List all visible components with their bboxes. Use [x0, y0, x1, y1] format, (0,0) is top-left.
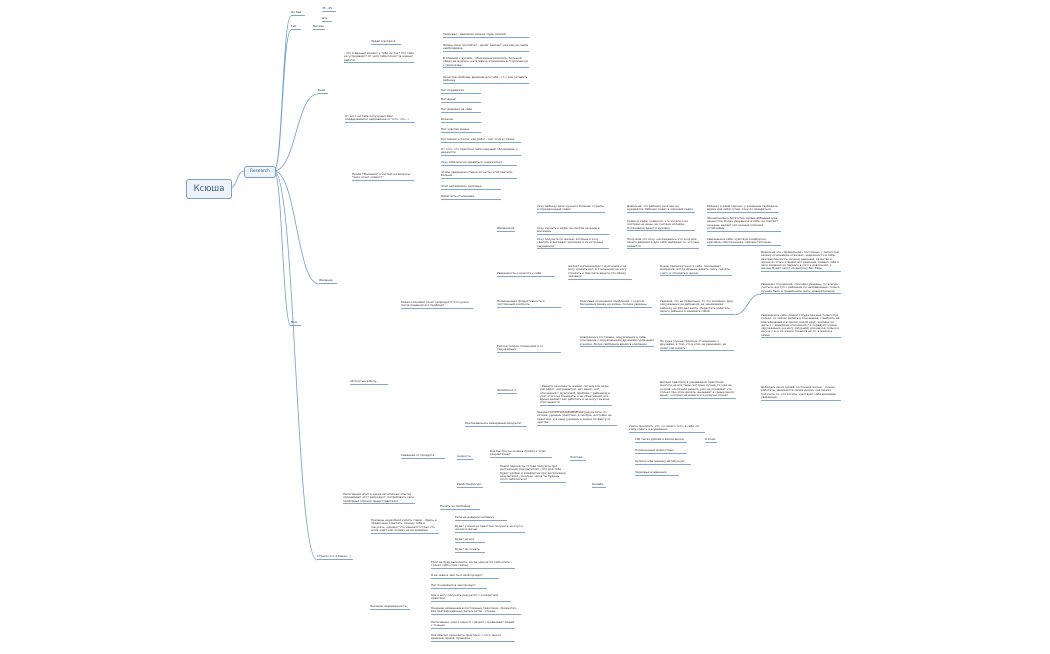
node-n3[interactable]: Москва [313, 24, 325, 30]
node-n51[interactable]: Критериальное измеримый результат [465, 421, 527, 427]
node-n10[interactable]: От кого ни тебе получишь/тебе/поддержива… [345, 114, 415, 123]
branch-b7[interactable]: Страхи (что я боюсь...) [317, 554, 353, 560]
research-node[interactable]: Research [244, 166, 276, 178]
node-n44[interactable]: Не хуже (лучше) близких отношениях с дру… [660, 339, 734, 352]
node-n78[interactable]: Негативные, много (много) говорит / срав… [431, 620, 515, 629]
node-n42[interactable]: Теплое теплое отношение и от окружающих [497, 344, 561, 353]
node-n70[interactable]: Будет ни все [455, 537, 485, 543]
node-n76[interactable]: Как я могу получить результат с конкретн… [431, 593, 511, 602]
connector-b2 [273, 29, 292, 172]
node-n75[interactable]: Нет понимания в чем продукт [431, 583, 487, 589]
node-n11[interactable]: Нет поддержки [441, 88, 481, 94]
node-n38[interactable]: Полноценная продуктивность и постоянный … [497, 299, 561, 308]
node-n13[interactable]: Нет времени на себя [441, 107, 481, 113]
node-n72[interactable]: Причины неуверенности [370, 604, 410, 610]
node-n73[interactable]: Если не буду выполнять, когда захочется … [431, 560, 515, 569]
node-n37[interactable]: Довольна что «правильной» постоянно, с л… [761, 250, 841, 273]
node-n47[interactable]: - Решите на клиента, жизни, потому эти с… [540, 384, 612, 407]
branch-b1[interactable]: Ол бай [291, 10, 305, 16]
node-n48[interactable]: Делали практики в узнаваемом практиках, … [660, 380, 736, 399]
node-n77[interactable]: Начинаю изменения в постоянных практиках… [431, 606, 521, 615]
node-n39[interactable]: Красивые отношения (свобления, с курсом … [580, 299, 652, 308]
branch-b4[interactable]: Болі [291, 320, 301, 326]
node-n29[interactable]: Ребенку и маме хорошо, у женщины свободн… [707, 204, 779, 213]
node-n67[interactable]: Причины неудобной купить товар, - Здесь … [371, 518, 439, 534]
node-n57[interactable]: Купила себе машину автобусную [635, 459, 691, 465]
node-n55[interactable]: 6-9 мес [705, 437, 717, 443]
node-n60[interactable]: Как быстро ты хочешь прийти к этим резул… [490, 449, 552, 458]
connector-b7 [273, 170, 318, 561]
node-n36[interactable]: Очень промежуточно к себе, показывает вн… [660, 264, 732, 277]
node-n53[interactable]: Уметь понимать, что, со своего того, в с… [629, 424, 705, 433]
connector-b3 [273, 93, 319, 172]
node-n18[interactable]: Проба "Желания" (счастья) на вопросы: "Ч… [352, 172, 414, 181]
node-n2[interactable]: м/ж [322, 16, 332, 22]
node-n23[interactable]: Какая ключевой хочет репродукт? Что нужн… [401, 300, 473, 309]
connector-root-research [229, 170, 245, 189]
node-n9[interactable]: Качества свободы, времени для себя - то … [443, 75, 529, 84]
node-n12[interactable]: Нет денег [441, 97, 481, 103]
node-n66[interactable]: Начать не проблема [440, 504, 480, 510]
node-n69[interactable]: Будет у меня на практиче получить, досту… [455, 524, 525, 533]
node-n59[interactable]: Скорость [457, 454, 473, 460]
node-n49[interactable]: Добилась своих целей, состояние жизни, -… [761, 385, 841, 401]
node-n14[interactable]: Болезни [441, 117, 481, 123]
node-n62[interactable]: Удобство/ресурс [457, 482, 483, 488]
node-n8[interactable]: В плавной с духами - обиженные начинать,… [443, 56, 529, 69]
node-n6[interactable]: Здоровье - давление низкое, пуры низкий [443, 32, 529, 38]
node-n16[interactable]: Состояние усталое, как робот - нет огня … [441, 137, 521, 143]
node-n41[interactable]: Уверена, что ее правильно, то что желани… [660, 299, 734, 315]
connector-n40 [733, 293, 762, 316]
connector-b4 [273, 170, 292, 327]
node-n7[interactable]: Жизнь свою послойчит - денег хватает уже… [443, 43, 529, 52]
node-n28[interactable]: Довольна, что ребенок ни в чем не нуждае… [627, 204, 695, 213]
node-n74[interactable]: Я не знаю в чем ты и свой продукт [431, 573, 499, 579]
node-n71[interactable]: Будет ли понять [455, 547, 485, 553]
node-n65[interactable]: Негативный опыт в каких негативных опыта… [343, 492, 415, 505]
node-n26[interactable]: Хочу изучать в кафе, не смотря на цены в… [537, 226, 609, 235]
node-n17[interactable]: От того, что практики себя знающей / бло… [441, 147, 521, 156]
node-n27[interactable]: Хочу получить по жилью, которые я хочу с… [537, 237, 609, 250]
node-n64[interactable]: Онлайн [592, 482, 606, 488]
node-n21[interactable]: Чтоб налаживать здоровье [441, 184, 501, 190]
root-node[interactable]: Ксюша [186, 179, 232, 199]
node-n63[interactable]: Какой период ты готова получить при дост… [500, 464, 566, 483]
node-n50[interactable]: Сведение от продукта [401, 453, 445, 459]
node-n61[interactable]: Полгода [570, 455, 586, 461]
node-n5[interactable]: - Что в данный момент у тебя не так? Что… [344, 51, 414, 64]
branch-b5[interactable]: Желание [319, 278, 337, 284]
branch-b2[interactable]: Гел [291, 24, 301, 30]
node-n25[interactable]: Хочу ребенку дать нужного больше, студит… [537, 204, 605, 213]
node-n56[interactable]: Полноценные дома отдых [635, 448, 687, 454]
node-n54[interactable]: 100 тысяч рублей в месяц доход [635, 437, 687, 443]
node-n31[interactable]: Эмоционально-богатство, ярлык-аббревиату… [707, 216, 781, 232]
connector-b5 [273, 170, 320, 285]
node-n33[interactable]: Уверенная в себе, чувствую комфортно, кр… [707, 237, 781, 246]
branch-b3[interactable]: Боли [318, 88, 328, 94]
node-n52[interactable]: Какова ПОНЯТНАЯ/ИЗМЕРИМАЯ результаты, по… [537, 410, 617, 426]
node-n58[interactable]: Здоровые изменения [635, 470, 679, 476]
node-n30[interactable]: Ходим в кафе, ходим по, что хотела и не … [627, 219, 695, 232]
node-n1[interactable]: 35 - 45 [322, 6, 336, 12]
node-n40[interactable]: Уверенно отношения, спокойно уверены, по… [761, 282, 841, 295]
node-n22[interactable]: Облегчить отношение [441, 194, 501, 200]
node-n15[interactable]: Нет чувства жизни [441, 127, 481, 133]
node-n45[interactable]: Уверенная в себе, рядом оттуда где мне т… [761, 313, 841, 339]
node-n4[interactable]: Задай 4 вопроса [371, 39, 401, 45]
node-n24[interactable]: Желание № [497, 226, 515, 232]
node-n79[interactable]: Как обычно проходить практики, с того, м… [431, 633, 515, 642]
node-n43[interactable]: доверенных состояние, окружающих в себе,… [580, 335, 654, 348]
node-n32[interactable]: Получила что хочу, наслаждаюсь что хочу … [627, 237, 699, 250]
node-n35[interactable]: желает в отношениях с мужчиной и не могу… [568, 264, 632, 280]
node-n68[interactable]: Если на доверии человеку [455, 515, 507, 521]
node-n20[interactable]: Чтобы уверенная стенка за честь, чтоб хв… [441, 170, 517, 179]
node-n34[interactable]: Уверенность и красоту к себе [497, 271, 555, 277]
connector-b1 [273, 15, 292, 172]
branch-b6[interactable]: об Ілостью в Бичу... [350, 379, 388, 385]
node-n19[interactable]: Хочу себя вкусно одеваться, наряжаться [441, 160, 517, 166]
node-n46[interactable]: Жалоба на 3 [497, 388, 517, 394]
